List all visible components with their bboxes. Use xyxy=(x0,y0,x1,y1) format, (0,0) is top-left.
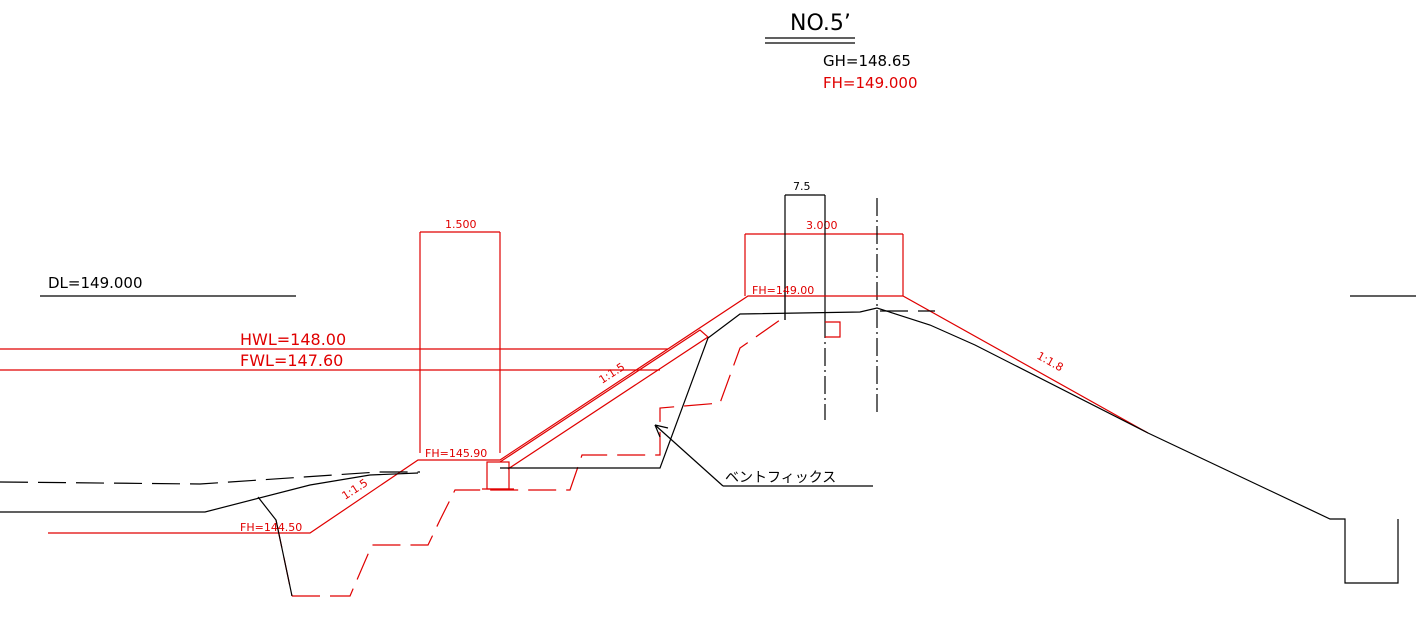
datum-label: DL=149.000 xyxy=(48,274,143,292)
datum-line-group: DL=149.000 xyxy=(40,274,1416,297)
callout-arrow-2 xyxy=(654,424,661,438)
berm-dimension: 1.500 xyxy=(419,218,501,453)
berm-width-label: 1.500 xyxy=(445,218,477,231)
callout-label: ベントフィックス xyxy=(725,470,836,486)
ground-height-label: GH=148.65 xyxy=(823,52,911,70)
existing-embankment xyxy=(500,307,1399,584)
title-block: NO.5’ GH=148.65 FH=149.000 xyxy=(765,11,918,92)
bentfix-slope-protection xyxy=(499,329,709,470)
planned-formation xyxy=(48,295,1149,597)
toe-block xyxy=(486,461,510,490)
water-levels: HWL=148.00 FWL=147.60 xyxy=(0,330,668,371)
ditch-outline xyxy=(257,496,293,597)
crest-height-label: FH=149.00 xyxy=(752,284,814,297)
callout-leader xyxy=(654,424,724,487)
hwl-label: HWL=148.00 xyxy=(240,330,346,349)
crest-width-label: 3.000 xyxy=(806,219,838,232)
ditch-height-label: FH=144.50 xyxy=(240,521,302,534)
bentfix-callout: ベントフィックス xyxy=(654,424,873,487)
excavation-steps xyxy=(292,319,781,597)
planned-embankment-outline xyxy=(48,295,1149,534)
existing-ground-lower xyxy=(0,472,419,513)
formation-height-label: FH=149.000 xyxy=(823,74,918,92)
offset-label: 7.5 xyxy=(793,180,811,193)
slope-upper-left-label: 1:1.5 xyxy=(597,360,628,386)
fwl-label: FWL=147.60 xyxy=(240,351,343,370)
existing-ground-upper xyxy=(0,471,420,485)
section-title: NO.5’ xyxy=(790,11,851,36)
offset-dimension: 7.5 xyxy=(784,180,826,320)
existing-ground xyxy=(0,250,1399,597)
crest-structure xyxy=(825,321,841,338)
slope-lower-left-label: 1:1.5 xyxy=(340,476,371,502)
callout-arrow-1 xyxy=(654,424,669,429)
toe-height-label: FH=145.90 xyxy=(425,447,487,460)
slope-right-label: 1:1.8 xyxy=(1035,349,1066,374)
